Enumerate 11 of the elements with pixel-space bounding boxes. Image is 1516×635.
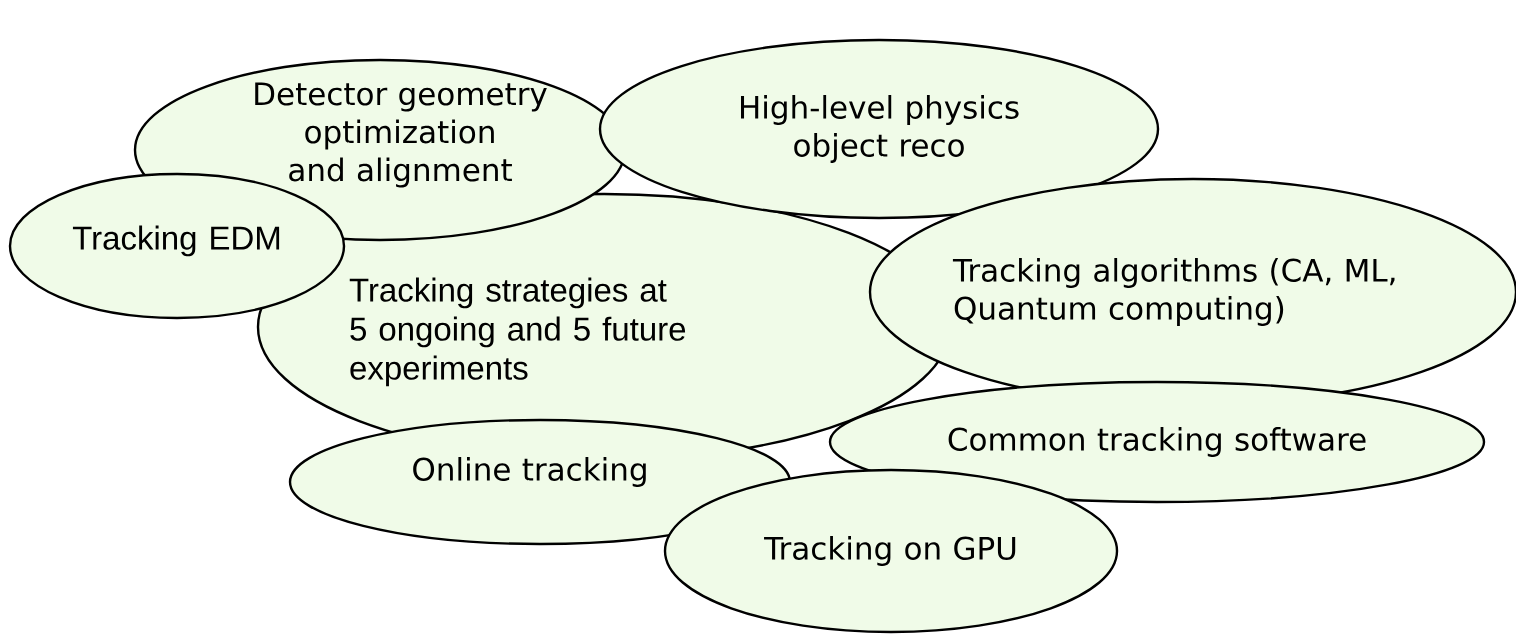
bubble-label: Common tracking software [948, 427, 1366, 457]
bubble-label: Tracking strategies at 5 ongoing and 5 future experiments [349, 277, 686, 387]
bubble-label: Detector geometry optimization and alignment [255, 82, 547, 188]
ellipse-bubble [828, 380, 1486, 504]
bubble-label: Tracking on GPU [764, 536, 1016, 566]
bubble-label: Tracking EDM [72, 225, 280, 257]
ellipse-bubble [663, 468, 1119, 634]
bubble-label: Tracking algorithms (CA, ML, Quantum computing) [952, 258, 1395, 326]
bubble-label: High-level physics object reco [741, 95, 1019, 163]
bubble-label: Online tracking [413, 457, 646, 487]
ellipse-bubble [598, 38, 1160, 220]
